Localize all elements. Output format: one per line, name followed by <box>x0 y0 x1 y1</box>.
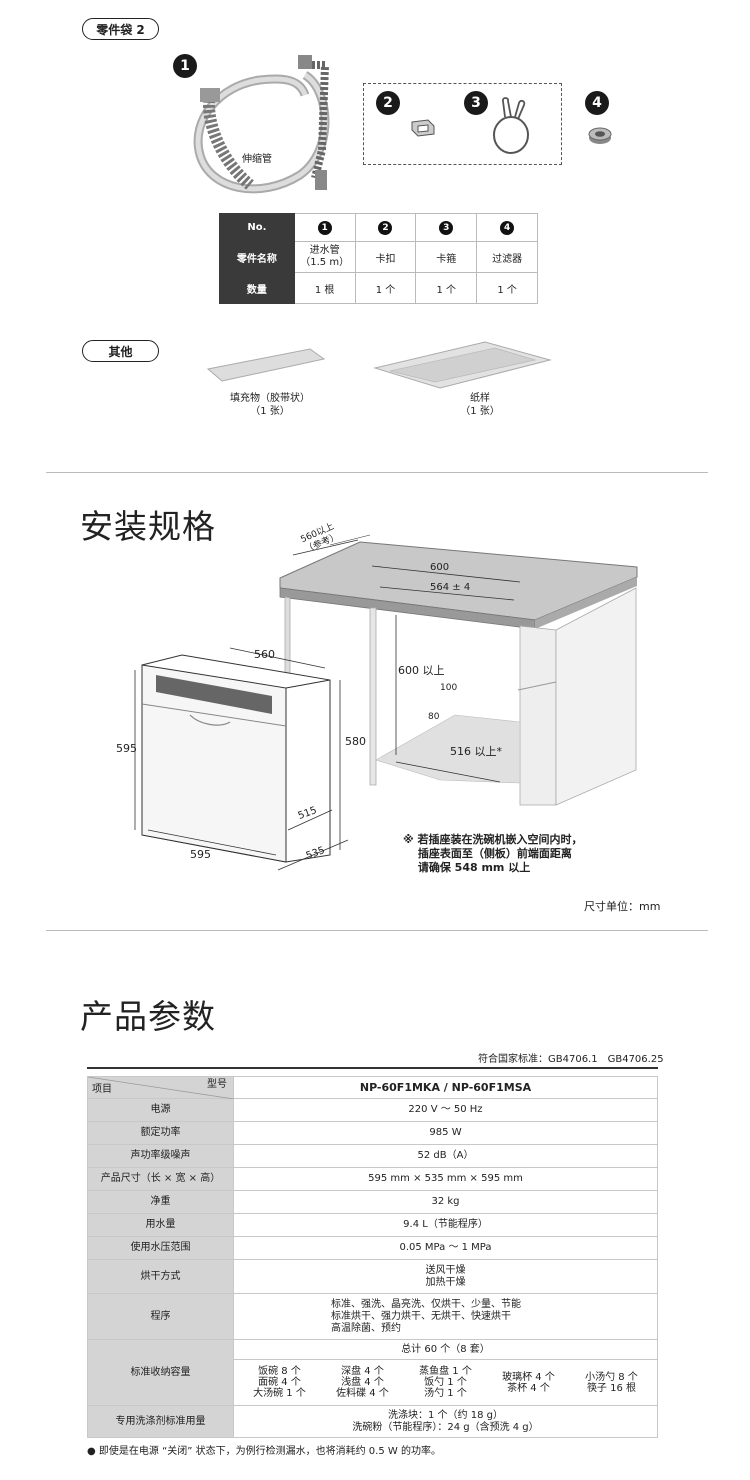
spec-value-program: 标准、强洗、晶亮洗、仅烘干、少量、节能 标准烘干、强力烘干、无烘干、快速烘干 高… <box>233 1293 658 1340</box>
dim-600-width: 600 <box>430 562 450 573</box>
clip-clamp-box <box>363 83 562 165</box>
spec-label-rated-power: 额定功率 <box>87 1121 234 1145</box>
install-title: 安装规格 <box>80 507 216 546</box>
dim-560: 560 <box>254 648 275 661</box>
spec-label-noise: 声功率级噪声 <box>87 1144 234 1168</box>
spec-label-size: 产品尺寸（长 × 宽 × 高） <box>87 1167 234 1191</box>
parts-table-header-no: No. <box>219 213 295 242</box>
parts-name-4: 过滤器 <box>476 241 538 273</box>
spec-label-dry: 烘干方式 <box>87 1259 234 1294</box>
filler-tape-image <box>206 348 326 382</box>
spec-value-dry: 送风干燥 加热干燥 <box>233 1259 658 1294</box>
filter-image <box>588 127 612 144</box>
spec-capacity-groups: 饭碗 8 个 面碗 4 个 大汤碗 1 个 深盘 4 个 浅盘 4 个 佐料碟 … <box>233 1359 658 1406</box>
dim-516: 516 以上* <box>450 745 502 758</box>
dim-564: 564 ± 4 <box>430 582 471 593</box>
parts-qty-3: 1 个 <box>415 272 478 304</box>
dim-100: 100 <box>440 683 458 693</box>
parts-qty-label: 数量 <box>219 272 295 304</box>
clamp-image <box>493 97 529 154</box>
parts-table: No. 1 2 3 4 零件名称 进水管 （1.5 m） 卡扣 卡箍 过滤器 数… <box>219 213 538 304</box>
capacity-group-3: 蒸鱼盘 1 个 饭勺 1 个 汤勺 1 个 <box>419 1366 472 1399</box>
parts-col-2: 2 <box>378 220 393 235</box>
parts-qty-4: 1 个 <box>476 272 538 304</box>
filler-caption: 填充物（胶带状） （1 张） <box>230 393 310 417</box>
spec-label-capacity: 标准收纳容量 <box>87 1339 234 1406</box>
specs-head-model-label: 型号 <box>207 1079 227 1090</box>
specs-model: NP-60F1MKA / NP-60F1MSA <box>233 1076 658 1099</box>
spec-label-weight: 净重 <box>87 1190 234 1214</box>
template-paper-image <box>373 341 552 389</box>
part-number-3: 3 <box>464 91 488 115</box>
others-label: 其他 <box>82 340 159 362</box>
capacity-group-2: 深盘 4 个 浅盘 4 个 佐料碟 4 个 <box>336 1366 389 1399</box>
inlet-hose-image <box>193 55 330 194</box>
spec-value-weight: 32 kg <box>233 1190 658 1214</box>
clip-image <box>411 119 435 137</box>
capacity-group-4: 玻璃杯 4 个 茶杯 4 个 <box>502 1371 555 1394</box>
spec-value-noise: 52 dB（A） <box>233 1144 658 1168</box>
spec-label-water: 用水量 <box>87 1213 234 1237</box>
parts-name-2: 卡扣 <box>354 241 417 273</box>
parts-col-3: 3 <box>439 220 454 235</box>
dim-600-height: 600 以上 <box>398 664 445 677</box>
spec-label-detergent: 专用洗涤剂标准用量 <box>87 1405 234 1438</box>
specs-head-item: 项目 <box>92 1084 112 1095</box>
parts-qty-1: 1 根 <box>293 272 356 304</box>
part-number-1: 1 <box>173 54 197 78</box>
spec-label-pressure: 使用水压范围 <box>87 1236 234 1260</box>
spec-label-power: 电源 <box>87 1098 234 1122</box>
specs-top-rule <box>87 1067 658 1069</box>
parts-name-1: 进水管 （1.5 m） <box>293 241 356 273</box>
template-caption: 纸样 （1 张） <box>460 393 500 417</box>
dim-80: 80 <box>428 712 440 722</box>
part-number-4: 4 <box>585 91 609 115</box>
hose-label: 伸缩管 <box>242 154 272 165</box>
capacity-group-1: 饭碗 8 个 面碗 4 个 大汤碗 1 个 <box>253 1366 306 1399</box>
parts-name-label: 零件名称 <box>219 241 295 273</box>
install-note: ※ 若插座装在洗碗机嵌入空间内时， 插座表面至（侧板）前端面距离 请确保 548… <box>403 833 583 874</box>
divider-1 <box>46 472 708 473</box>
footnote: ● 即使是在电源 “关闭” 状态下，为例行检测漏水，也将消耗约 0.5 W 的功… <box>87 1446 441 1457</box>
parts-qty-2: 1 个 <box>354 272 417 304</box>
standard-label: 符合国家标准：GB4706.1 GB4706.25 <box>478 1054 664 1065</box>
parts-col-1: 1 <box>317 220 332 235</box>
spec-value-rated-power: 985 W <box>233 1121 658 1145</box>
parts-bag-label: 零件袋 2 <box>82 18 159 40</box>
spec-value-pressure: 0.05 MPa ～ 1 MPa <box>233 1236 658 1260</box>
capacity-group-5: 小汤勺 8 个 筷子 16 根 <box>585 1371 638 1394</box>
dim-580: 580 <box>345 735 366 748</box>
spec-capacity-total: 总计 60 个（8 套） <box>233 1339 658 1360</box>
divider-2 <box>46 930 708 931</box>
part-number-2: 2 <box>376 91 400 115</box>
specs-head-cell: 项目 型号 <box>87 1076 234 1099</box>
spec-value-detergent: 洗涤块：1 个（约 18 g） 洗碗粉（节能程序）：24 g（含预洗 4 g） <box>233 1405 658 1438</box>
parts-col-4: 4 <box>500 220 515 235</box>
spec-value-power: 220 V ～ 50 Hz <box>233 1098 658 1122</box>
spec-value-water: 9.4 L（节能程序） <box>233 1213 658 1237</box>
install-diagram <box>134 534 638 871</box>
specs-title: 产品参数 <box>80 997 216 1036</box>
dim-595-height: 595 <box>116 742 137 755</box>
spec-value-size: 595 mm × 535 mm × 595 mm <box>233 1167 658 1191</box>
dim-595-width: 595 <box>190 848 211 861</box>
unit-label: 尺寸单位：mm <box>584 900 661 913</box>
spec-label-program: 程序 <box>87 1293 234 1340</box>
parts-name-3: 卡箍 <box>415 241 478 273</box>
